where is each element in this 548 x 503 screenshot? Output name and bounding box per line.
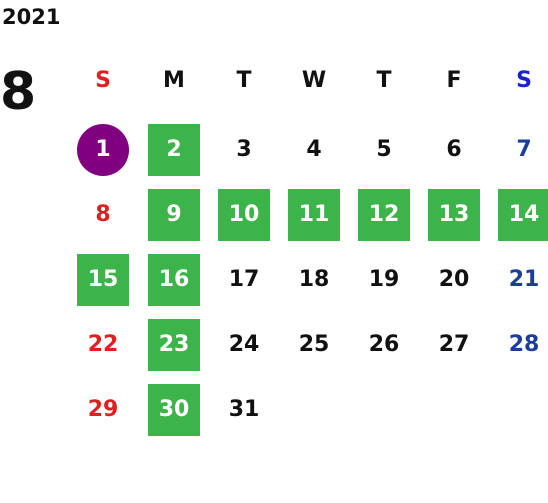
calendar-day-27[interactable]: 27 [438, 332, 470, 357]
calendar-day-11[interactable]: 11 [288, 189, 340, 241]
calendar-day-2[interactable]: 2 [148, 124, 200, 176]
weekday-header-mon: M [163, 68, 185, 93]
calendar-day-7[interactable]: 7 [516, 137, 532, 162]
calendar-day-3[interactable]: 3 [236, 137, 252, 162]
calendar-day-25[interactable]: 25 [298, 332, 330, 357]
calendar-day-30[interactable]: 30 [148, 384, 200, 436]
weekday-header-tue: T [236, 68, 252, 93]
calendar-day-26[interactable]: 26 [368, 332, 400, 357]
calendar-day-14[interactable]: 14 [498, 189, 548, 241]
calendar-day-6[interactable]: 6 [446, 137, 462, 162]
calendar-day-29[interactable]: 29 [87, 397, 119, 422]
calendar-day-31[interactable]: 31 [228, 397, 260, 422]
calendar-day-22[interactable]: 22 [87, 332, 119, 357]
calendar-month: 8 [0, 62, 37, 122]
weekday-header-fri: F [446, 68, 462, 93]
calendar-day-12[interactable]: 12 [358, 189, 410, 241]
calendar-day-4[interactable]: 4 [306, 137, 322, 162]
calendar-day-20[interactable]: 20 [438, 267, 470, 292]
calendar-day-10[interactable]: 10 [218, 189, 270, 241]
calendar-day-13[interactable]: 13 [428, 189, 480, 241]
calendar-year: 2021 [2, 5, 61, 29]
weekday-header-thu: T [376, 68, 392, 93]
weekday-header-wed: W [301, 68, 327, 93]
calendar-day-28[interactable]: 28 [508, 332, 540, 357]
calendar-day-5[interactable]: 5 [376, 137, 392, 162]
calendar-day-23[interactable]: 23 [148, 319, 200, 371]
calendar-day-21[interactable]: 21 [508, 267, 540, 292]
weekday-header-sun: S [95, 68, 111, 93]
calendar-day-18[interactable]: 18 [298, 267, 330, 292]
calendar-day-16[interactable]: 16 [148, 254, 200, 306]
weekday-header-sat: S [516, 68, 532, 93]
calendar-day-19[interactable]: 19 [368, 267, 400, 292]
calendar-day-17[interactable]: 17 [228, 267, 260, 292]
calendar-day-8[interactable]: 8 [95, 202, 111, 227]
calendar-day-24[interactable]: 24 [228, 332, 260, 357]
calendar-day-9[interactable]: 9 [148, 189, 200, 241]
calendar-day-15[interactable]: 15 [77, 254, 129, 306]
calendar-day-1[interactable]: 1 [77, 124, 129, 176]
